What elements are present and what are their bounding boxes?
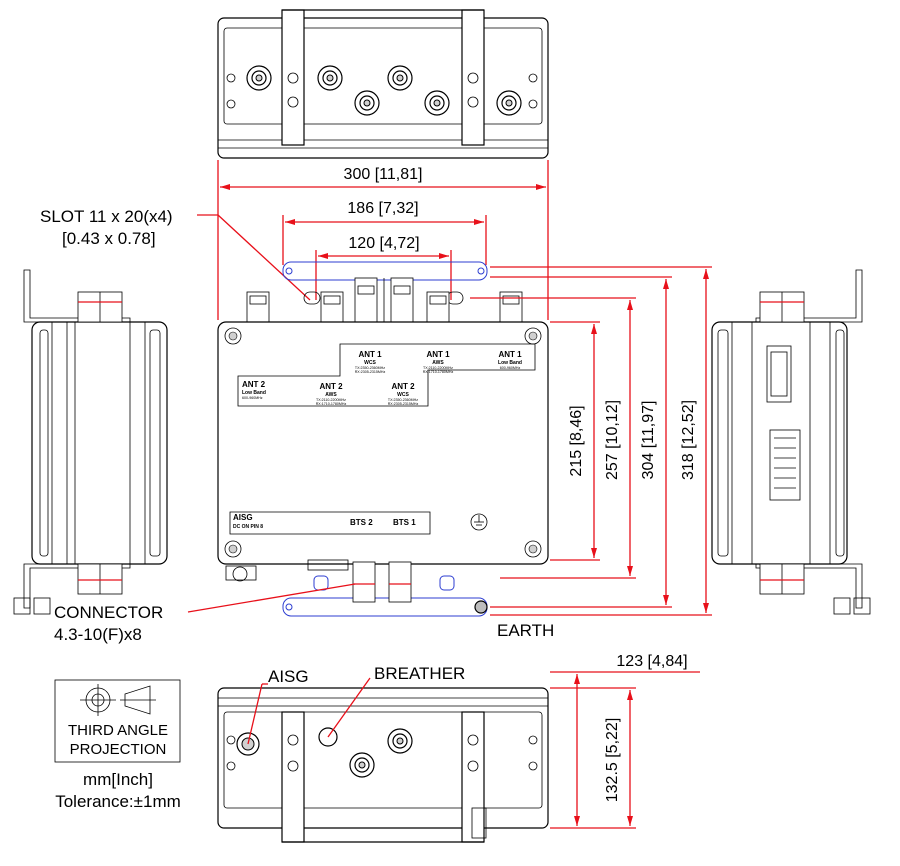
svg-text:RX:1710-1780MHz: RX:1710-1780MHz	[316, 402, 347, 406]
label-ant1-aws: ANT 1 AWS TX:2110-2200MHz RX:1710-1780MH…	[423, 350, 454, 374]
svg-text:Low Band: Low Band	[242, 390, 266, 396]
label-bts2: BTS 2	[350, 518, 373, 527]
aisg-label: AISG	[268, 667, 309, 686]
svg-text:ANT 1: ANT 1	[498, 350, 522, 359]
svg-text:Low Band: Low Band	[498, 360, 522, 366]
breather-vent	[318, 727, 338, 747]
label-ant2-low: ANT 2 Low Band 600-960MHz	[242, 380, 266, 400]
bottom-view	[217, 687, 549, 843]
svg-text:AWS: AWS	[432, 360, 444, 366]
dim-bracket-width: 186 [7,32]	[347, 200, 418, 217]
dim-overall-width: 300 [11,81]	[344, 166, 423, 183]
svg-text:ANT 2: ANT 2	[391, 382, 415, 391]
dim-height-304: 304 [11,97]	[640, 401, 657, 480]
height-dimensions: 215 [8,46] 257 [10,12] 304 [11,97] 318 […	[470, 266, 712, 616]
tolerance-label: Tolerance:±1mm	[55, 792, 181, 811]
svg-text:ANT 1: ANT 1	[358, 350, 382, 359]
width-dimensions: 300 [11,81] 186 [7,32] 120 [4,72]	[217, 160, 549, 320]
label-ant1-wcs: ANT 1 WCS TX:2350-2360MHz RX:2305-2315MH…	[355, 350, 386, 374]
earth-label: EARTH	[497, 621, 554, 640]
connector-label: CONNECTOR	[54, 603, 163, 622]
depth-dimensions: 123 [4,84] 132.5 [5,22]	[550, 653, 700, 829]
ground-icon	[470, 513, 488, 531]
svg-text:600-960MHz: 600-960MHz	[500, 366, 521, 370]
breather-callout: BREATHER	[327, 664, 465, 738]
svg-text:WCS: WCS	[364, 360, 376, 366]
breather-label: BREATHER	[374, 664, 465, 683]
slot-label: SLOT 11 x 20(x4)	[40, 207, 173, 226]
left-side-view	[13, 269, 168, 615]
dim-height-257: 257 [10,12]	[604, 400, 621, 480]
svg-text:RX:2305-2315MHz: RX:2305-2315MHz	[355, 370, 386, 374]
top-connectors	[246, 65, 522, 116]
svg-text:RX:2305-2315MHz: RX:2305-2315MHz	[388, 402, 419, 406]
svg-text:TX:2110-2200MHz: TX:2110-2200MHz	[423, 366, 453, 370]
connector-callout: CONNECTOR 4.3-10(F)x8	[54, 583, 356, 644]
svg-text:TX:2110-2200MHz: TX:2110-2200MHz	[316, 398, 346, 402]
earth-stud	[474, 600, 488, 614]
units-label: mm[Inch]	[83, 770, 153, 789]
label-aisg-front: AISG	[233, 513, 253, 522]
front-view: ANT 1 WCS TX:2350-2360MHz RX:2305-2315MH…	[217, 261, 549, 617]
slot-callout: SLOT 11 x 20(x4) [0.43 x 0.78]	[40, 207, 311, 301]
projection-line1: THIRD ANGLE	[68, 722, 168, 739]
front-top-connectors	[246, 277, 523, 323]
third-angle-projection-icon	[80, 684, 156, 716]
svg-text:600-960MHz: 600-960MHz	[242, 396, 263, 400]
slot-label-inch: [0.43 x 0.78]	[62, 229, 156, 248]
projection-line2: PROJECTION	[70, 741, 167, 758]
top-view	[217, 9, 549, 159]
svg-text:AWS: AWS	[325, 392, 337, 398]
dim-depth: 123 [4,84]	[616, 653, 687, 670]
svg-text:RX:1710-1780MHz: RX:1710-1780MHz	[423, 370, 454, 374]
svg-text:WCS: WCS	[397, 392, 409, 398]
dim-side-height: 132.5 [5,22]	[604, 718, 621, 803]
aisg-callout: AISG	[247, 667, 309, 745]
svg-text:ANT 2: ANT 2	[319, 382, 343, 391]
svg-text:TX:2350-2360MHz: TX:2350-2360MHz	[388, 398, 418, 402]
label-ant1-low: ANT 1 Low Band 600-960MHz	[498, 350, 522, 370]
label-bts1: BTS 1	[393, 518, 416, 527]
right-side-view	[711, 269, 871, 615]
label-ant2-aws: ANT 2 AWS TX:2110-2200MHz RX:1710-1780MH…	[316, 382, 347, 406]
dim-height-318: 318 [12,52]	[680, 400, 697, 480]
dim-slot-pitch: 120 [4,72]	[348, 235, 419, 252]
label-dc-pin: DC ON PIN 8	[233, 524, 263, 530]
svg-text:ANT 2: ANT 2	[242, 380, 266, 389]
svg-text:ANT 1: ANT 1	[426, 350, 450, 359]
svg-text:TX:2350-2360MHz: TX:2350-2360MHz	[355, 366, 385, 370]
front-bottom-connectors	[225, 559, 455, 603]
connector-spec: 4.3-10(F)x8	[54, 625, 142, 644]
projection-box: THIRD ANGLE PROJECTION	[54, 679, 181, 763]
label-ant2-wcs: ANT 2 WCS TX:2350-2360MHz RX:2305-2315MH…	[388, 382, 419, 406]
dim-body-height: 215 [8,46]	[568, 405, 585, 476]
